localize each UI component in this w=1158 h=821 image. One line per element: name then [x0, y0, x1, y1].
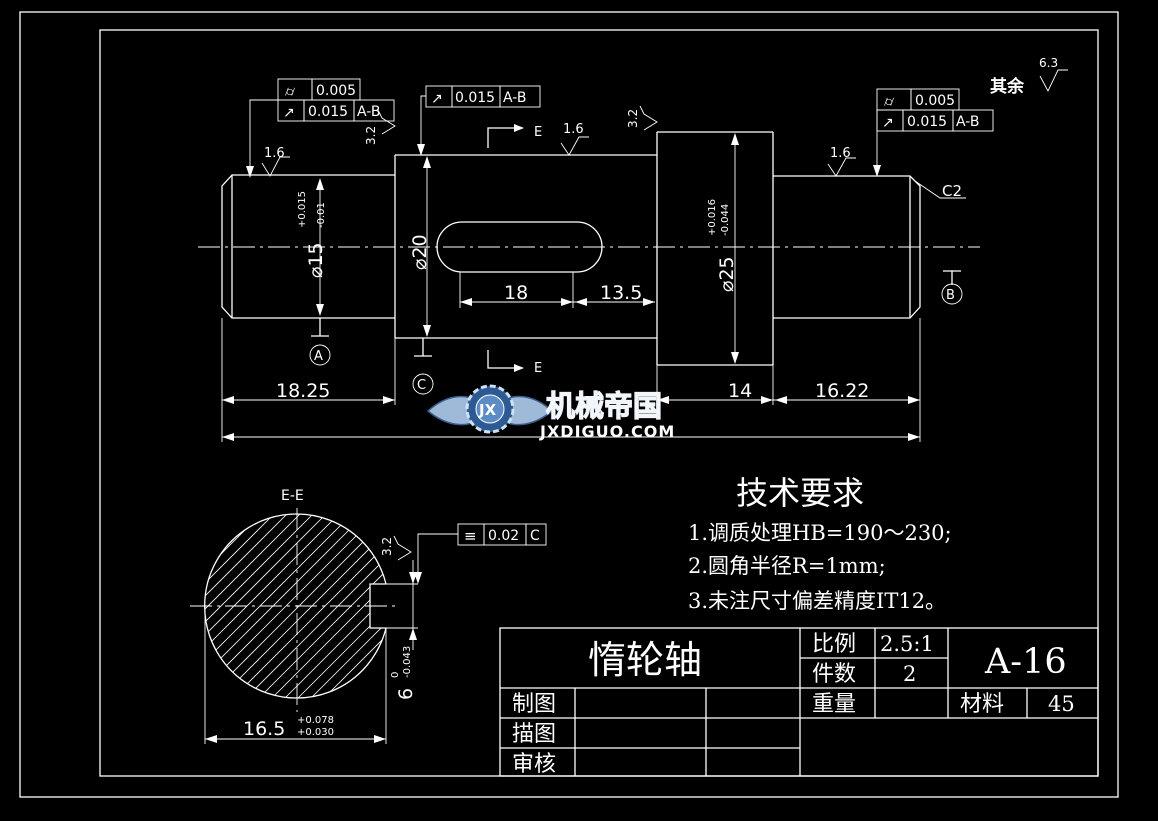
datum-a: A	[314, 349, 323, 364]
requirements-title: 技术要求	[736, 474, 864, 512]
section-title: E-E	[281, 488, 304, 504]
dim-d15: ⌀15	[305, 242, 327, 278]
cylindricity-icon: ⌭	[285, 84, 295, 100]
roughness-other-value: 6.3	[1039, 56, 1058, 70]
dim-d15-tol-up: +0.015	[297, 191, 308, 228]
qty-value: 2	[903, 662, 916, 686]
section-depth-tol-up: 0	[390, 672, 401, 678]
geometric-tolerance-frame-right: ⌭ ↗ 0.005 0.015 A-B	[873, 88, 994, 177]
watermark-logo: JX 机械帝国 JXDIGUO.COM	[426, 384, 675, 441]
dim-mid-length: 14	[728, 380, 752, 402]
section-mark-bottom: E	[534, 361, 542, 376]
geometric-tolerance-frame-top: ↗ 0.015 A-B	[417, 85, 541, 156]
technical-requirements: 技术要求 1.调质处理HB=190～230; 2.圆角半径R=1mm; 3.未注…	[688, 474, 952, 613]
runout-icon: ↗	[283, 105, 295, 121]
section-width-tol-up: +0.078	[297, 715, 334, 726]
weight-label: 重量	[812, 692, 856, 717]
symmetry-icon: ≡	[464, 527, 477, 545]
title-block: 惰轮轴 比例 2.5:1 件数 2 重量 A-16 材料 45 制图 描图 审核	[499, 627, 1099, 777]
traced-label: 描图	[512, 722, 556, 747]
fcf-right-value-2: 0.015	[907, 114, 947, 130]
dim-d15-tol-low: -0.01	[316, 202, 327, 228]
dim-left-length: 18.25	[276, 380, 330, 402]
requirement-item: 3.未注尺寸偏差精度IT12。	[688, 589, 946, 613]
roughness-shoulder-mid: 3.2	[626, 109, 640, 128]
fcf-top-value: 0.015	[455, 90, 495, 106]
fcf-left-datum-2: A-B	[357, 104, 380, 120]
material-value: 45	[1048, 692, 1075, 716]
drawing-number: A-16	[984, 642, 1067, 682]
dim-key-length: 18	[504, 282, 528, 304]
roughness-left-value: 1.6	[264, 146, 285, 161]
roughness-mid-value: 1.6	[563, 122, 584, 137]
requirement-item: 1.调质处理HB=190～230;	[688, 521, 952, 545]
dim-chamfer: C2	[942, 182, 962, 200]
roughness-symbol: 1.6	[560, 122, 589, 156]
fcf-right-datum-2: A-B	[956, 114, 979, 130]
datum-c: C	[417, 378, 426, 393]
section-depth-tol-low: -0.043	[402, 646, 413, 678]
datum-b: B	[946, 288, 955, 303]
section-sym-value: 0.02	[488, 528, 519, 544]
section-width-dim: 16.5	[243, 718, 285, 740]
dim-d25-tol-low: -0.044	[720, 204, 731, 236]
section-mark-top: E	[534, 125, 542, 140]
dim-d20: ⌀20	[409, 234, 431, 270]
roughness-symbol: 1.6	[261, 146, 290, 177]
roughness-symbol: 3.2	[626, 105, 658, 131]
scale-label: 比例	[812, 632, 856, 657]
fcf-left-value-1: 0.005	[316, 83, 356, 99]
fcf-right-value-1: 0.005	[915, 93, 955, 109]
dim-key-position: 13.5	[600, 282, 642, 304]
roughness-other-label: 其余	[990, 76, 1025, 97]
checked-label: 审核	[512, 752, 556, 777]
dim-d25-tol-up: +0.016	[707, 199, 718, 236]
qty-label: 件数	[812, 662, 856, 687]
roughness-shoulder-left: 3.2	[364, 126, 378, 145]
material-label: 材料	[960, 692, 1004, 717]
roughness-symbol: 3.2	[364, 109, 396, 145]
runout-icon: ↗	[431, 91, 443, 107]
fcf-left-value-2: 0.015	[308, 104, 348, 120]
shaft-main-view: ⌀15 +0.015 -0.01 ⌀20 ⌀25 +0.016 -0.044 1…	[198, 56, 1068, 442]
section-width-tol-low: +0.030	[297, 727, 334, 738]
section-sym-datum: C	[530, 528, 540, 544]
watermark-url: JXDIGUO.COM	[539, 422, 675, 441]
outer-frame	[19, 11, 1119, 798]
section-roughness: 3.2	[380, 537, 394, 556]
dim-right-length: 16.22	[815, 380, 869, 402]
roughness-symbol: 1.6	[827, 146, 856, 177]
cylindricity-icon: ⌭	[884, 94, 894, 110]
scale-value: 2.5:1	[880, 632, 934, 656]
section-depth-dim: 6	[395, 688, 417, 700]
watermark-badge: JX	[478, 401, 497, 419]
watermark-name: 机械帝国	[546, 389, 662, 423]
requirement-item: 2.圆角半径R=1mm;	[688, 554, 886, 578]
geometric-tolerance-frame-left: ⌭ ↗ 0.005 0.015 A-B	[246, 78, 395, 178]
dim-d25: ⌀25	[716, 256, 738, 292]
roughness-other: 其余 6.3	[990, 56, 1068, 97]
roughness-right-value: 1.6	[830, 146, 851, 161]
part-name: 惰轮轴	[588, 638, 702, 682]
fcf-top-datum: A-B	[503, 90, 526, 106]
runout-icon: ↗	[882, 115, 894, 131]
drawn-label: 制图	[512, 692, 556, 717]
